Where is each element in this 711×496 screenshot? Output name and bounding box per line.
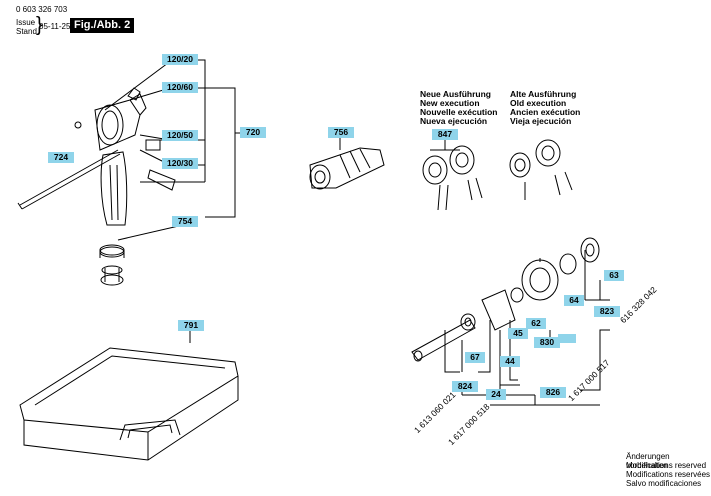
part-120-20: 120/20 [162, 54, 198, 65]
modifications-fr: Modifications reservées [626, 470, 711, 479]
part-720: 720 [240, 127, 266, 138]
new-execution-es: Nueva ejecución [420, 116, 488, 126]
part-754: 754 [172, 216, 198, 227]
part-791: 791 [178, 320, 204, 331]
part-756: 756 [328, 127, 354, 138]
doc-number: 0 603 326 703 [16, 5, 68, 14]
modifications-de: Änderungen vorbehalten [626, 452, 670, 470]
old-execution-es: Vieja ejecución [510, 116, 572, 126]
issue-label: Issue [16, 18, 36, 27]
part-823: 823 [594, 306, 620, 317]
part-45: 45 [508, 328, 528, 339]
brace: } [36, 14, 43, 36]
modifications-en: Modifications reserved [626, 461, 707, 470]
modifications-es: Salvo modificaciones [626, 479, 702, 488]
figure-tag: Fig./Abb. 2 [70, 18, 135, 33]
part-63: 63 [604, 270, 624, 281]
part-62: 62 [526, 318, 546, 329]
new-execution-fr: Nouvelle exécution [420, 107, 498, 117]
part-830-swatch [558, 334, 576, 343]
new-execution-de: Neue Ausführung [420, 89, 491, 99]
old-execution-de: Alte Ausführung [510, 89, 577, 99]
part-64: 64 [564, 295, 584, 306]
part-724: 724 [48, 152, 74, 163]
part-826: 826 [540, 387, 566, 398]
part-120-30: 120/30 [162, 158, 198, 169]
part-24: 24 [486, 389, 506, 400]
part-830: 830 [534, 337, 560, 348]
stand-label: Stand [16, 27, 37, 36]
part-120-60: 120/60 [162, 82, 198, 93]
old-execution-en: Old execution [510, 98, 567, 108]
part-44: 44 [500, 356, 520, 367]
issue-date: 05-11-25 [39, 22, 71, 31]
part-120-50: 120/50 [162, 130, 198, 141]
new-execution-en: New execution [420, 98, 480, 108]
part-824: 824 [452, 381, 478, 392]
part-847: 847 [432, 129, 458, 140]
old-execution-fr: Ancien exécution [510, 107, 581, 117]
part-67: 67 [465, 352, 485, 363]
